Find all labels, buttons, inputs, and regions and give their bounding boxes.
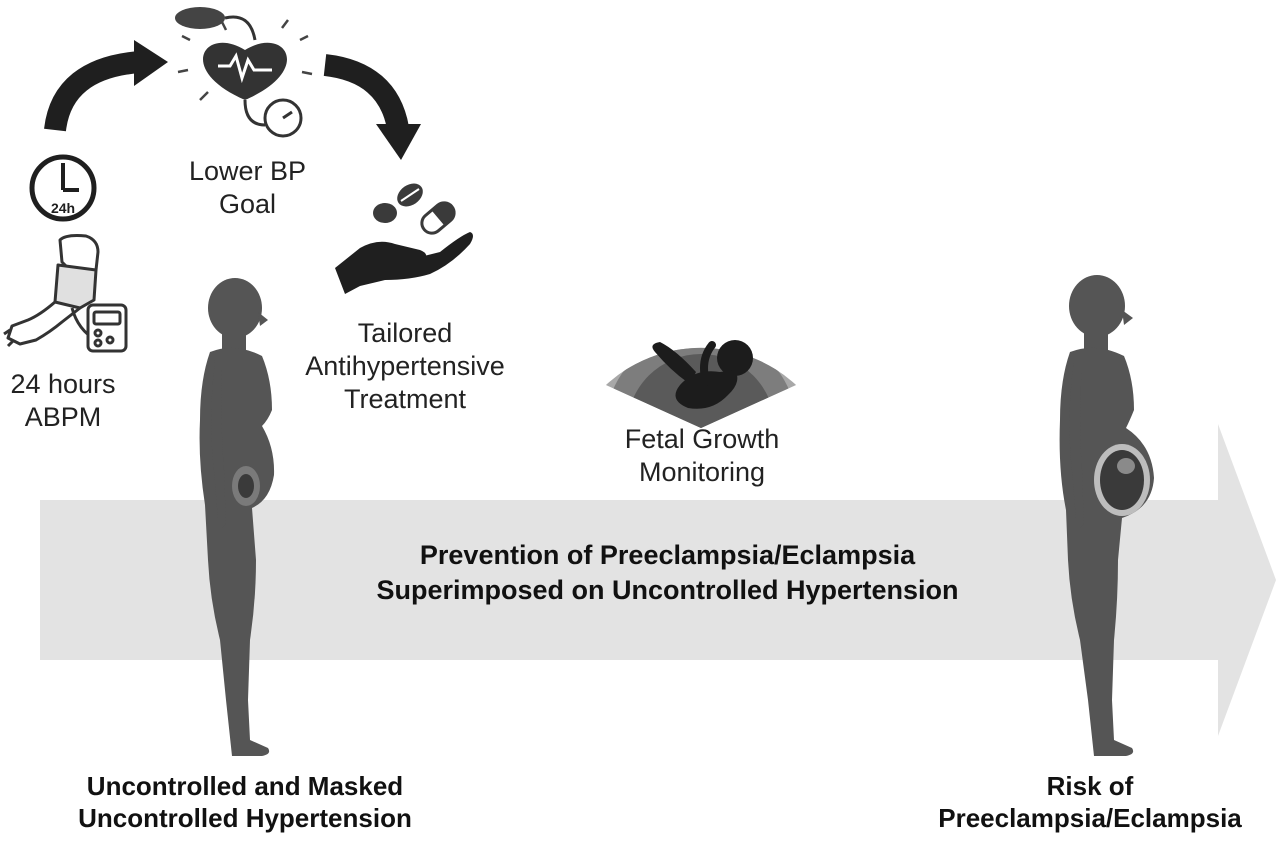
progress-arrow-banner xyxy=(40,424,1276,736)
abpm-label-line2: ABPM xyxy=(24,401,102,432)
fetal-monitoring-label-line1: Fetal Growth xyxy=(624,424,780,454)
curved-arrow-icon xyxy=(44,40,168,132)
abpm-label: 24 hours ABPM xyxy=(0,368,126,434)
fetal-monitoring-label-line2: Monitoring xyxy=(638,456,766,487)
pills-hand-icon xyxy=(335,183,473,294)
treatment-label: Tailored Antihypertensive Treatment xyxy=(280,317,530,416)
left-figure-caption-line2: Uncontrolled Hypertension xyxy=(78,802,412,833)
treatment-label-line1: Tailored xyxy=(357,318,453,348)
treatment-label-line3: Treatment xyxy=(343,383,467,414)
bp-goal-label: Lower BP Goal xyxy=(160,155,335,221)
abpm-label-line1: 24 hours xyxy=(10,369,116,399)
left-figure-caption: Uncontrolled and Masked Uncontrolled Hyp… xyxy=(40,771,450,834)
bp-goal-label-line1: Lower BP xyxy=(188,156,307,186)
right-figure-caption-line1: Risk of xyxy=(1046,771,1134,801)
clock-badge-label: 24h xyxy=(51,200,75,216)
prevention-banner-line2: Superimposed on Uncontrolled Hypertensio… xyxy=(376,575,959,606)
left-figure-caption-line1: Uncontrolled and Masked xyxy=(86,771,404,801)
bp-cuff-icon xyxy=(3,234,128,353)
heart-monitor-icon xyxy=(175,7,313,138)
prevention-banner-title: Prevention of Preeclampsia/Eclampsia Sup… xyxy=(310,538,1025,608)
right-figure-caption: Risk of Preeclampsia/Eclampsia xyxy=(905,771,1275,834)
prevention-banner-line1: Prevention of Preeclampsia/Eclampsia xyxy=(419,540,916,570)
clock-icon xyxy=(29,154,97,222)
pregnant-silhouette-icon xyxy=(1059,275,1154,756)
curved-arrow-icon xyxy=(323,54,421,160)
fetal-monitoring-label: Fetal Growth Monitoring xyxy=(580,423,824,489)
right-figure-caption-line2: Preeclampsia/Eclampsia xyxy=(938,802,1242,833)
pregnant-silhouette-icon xyxy=(199,278,275,756)
treatment-label-line2: Antihypertensive xyxy=(305,350,505,381)
bp-goal-label-line2: Goal xyxy=(218,188,277,219)
